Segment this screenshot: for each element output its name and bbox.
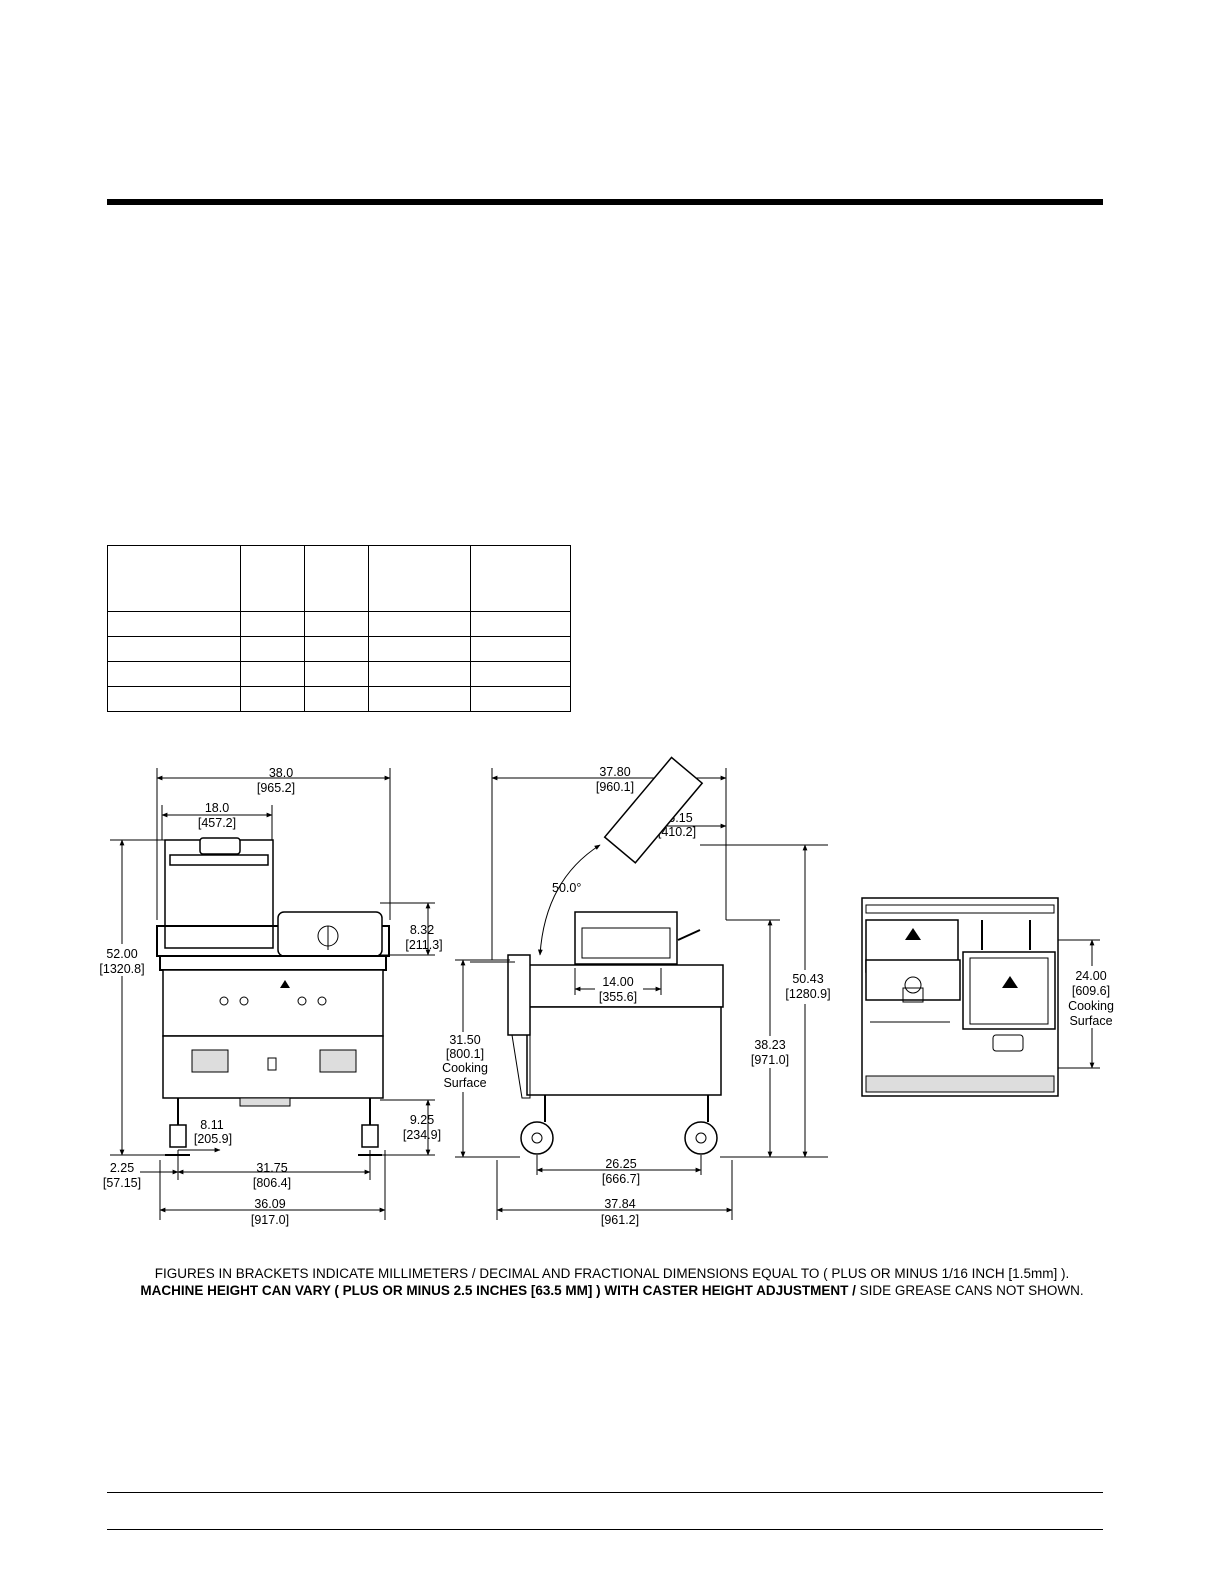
control-panel bbox=[162, 969, 384, 1037]
side-angle: 50.0° bbox=[552, 881, 581, 895]
side-open-height-mm: [1280.9] bbox=[785, 987, 830, 1001]
top-surface-label: Surface bbox=[1069, 1014, 1112, 1028]
side-open-height: 50.43 bbox=[792, 972, 823, 986]
footnote-bold: MACHINE HEIGHT CAN VARY ( PLUS OR MINUS … bbox=[140, 1283, 856, 1298]
table-row bbox=[107, 636, 571, 662]
front-base-width: 36.09 bbox=[254, 1197, 285, 1211]
footer-rule-bottom bbox=[107, 1529, 1103, 1530]
front-caster-height: 9.25 bbox=[410, 1113, 434, 1127]
spec-table bbox=[107, 545, 571, 712]
side-platen-depth: 14.00 bbox=[602, 975, 633, 989]
front-leg-offset: 8.11 bbox=[200, 1118, 223, 1132]
side-platen-depth-mm: [355.6] bbox=[599, 990, 637, 1004]
front-overall-width-mm: [965.2] bbox=[257, 781, 295, 795]
front-platen-width: 18.0 bbox=[205, 801, 229, 815]
side-platen-offset-mm: [410.2] bbox=[658, 825, 696, 839]
front-caster-span: 31.75 bbox=[256, 1161, 287, 1175]
front-platen-width-mm: [457.2] bbox=[198, 816, 236, 830]
footnote-rest: SIDE GREASE CANS NOT SHOWN. bbox=[855, 1283, 1084, 1298]
side-cabinet bbox=[526, 1006, 722, 1096]
side-cooking-height: 31.50 bbox=[449, 1033, 480, 1047]
side-closed-height-mm: [971.0] bbox=[751, 1053, 789, 1067]
side-overall-depth: 37.80 bbox=[599, 765, 630, 779]
side-cooking-height-mm: [800.1] bbox=[446, 1047, 484, 1061]
side-closed-height: 38.23 bbox=[754, 1038, 785, 1052]
top-cooking-label: Cooking bbox=[1068, 999, 1114, 1013]
side-surface-label: Surface bbox=[443, 1076, 486, 1090]
front-caster-span-mm: [806.4] bbox=[253, 1176, 291, 1190]
front-overall-height: 52.00 bbox=[106, 947, 137, 961]
top-surface-depth-mm: [609.6] bbox=[1072, 984, 1110, 998]
lowered-platen bbox=[277, 911, 383, 957]
side-lower-platen bbox=[574, 911, 678, 965]
top-platen-right bbox=[962, 951, 1056, 1030]
front-overall-height-mm: [1320.8] bbox=[99, 962, 144, 976]
front-overall-width: 38.0 bbox=[269, 766, 293, 780]
front-leg-offset-mm: [205.9] bbox=[194, 1132, 232, 1146]
front-caster-inset-mm: [57.15] bbox=[103, 1176, 141, 1190]
front-platen-height-mm: [211.3] bbox=[405, 938, 442, 952]
top-surface-depth: 24.00 bbox=[1075, 969, 1106, 983]
side-view: 37.80 [960.1] 16.15 [410.2] 50.0° 14.00 bbox=[438, 756, 832, 1227]
front-platen-height: 8.32 bbox=[410, 923, 434, 937]
side-cooking-label: Cooking bbox=[442, 1061, 488, 1075]
side-base-depth: 37.84 bbox=[604, 1197, 635, 1211]
footnote-line-1: FIGURES IN BRACKETS INDICATE MILLIMETERS… bbox=[154, 1266, 1070, 1281]
front-view: 38.0 [965.2] 18.0 [457.2] 52.00 [1320.8]… bbox=[96, 766, 443, 1227]
top-view: 24.00 [609.6] Cooking Surface bbox=[861, 897, 1119, 1097]
front-base-width-mm: [917.0] bbox=[251, 1213, 289, 1227]
side-raised-platen bbox=[603, 756, 704, 864]
front-caster-inset: 2.25 bbox=[110, 1161, 134, 1175]
side-base-depth-mm: [961.2] bbox=[601, 1213, 639, 1227]
front-caster-height-mm: [234.9] bbox=[403, 1128, 441, 1142]
side-wheel-span-mm: [666.7] bbox=[602, 1172, 640, 1186]
header-rule bbox=[107, 199, 1103, 205]
side-wheel-span: 26.25 bbox=[605, 1157, 636, 1171]
footer-rule-top bbox=[107, 1492, 1103, 1493]
footnote-line-2: MACHINE HEIGHT CAN VARY ( PLUS OR MINUS … bbox=[0, 1283, 1224, 1298]
table-header-row bbox=[107, 545, 571, 612]
table-row bbox=[107, 686, 571, 712]
side-overall-depth-mm: [960.1] bbox=[596, 780, 634, 794]
